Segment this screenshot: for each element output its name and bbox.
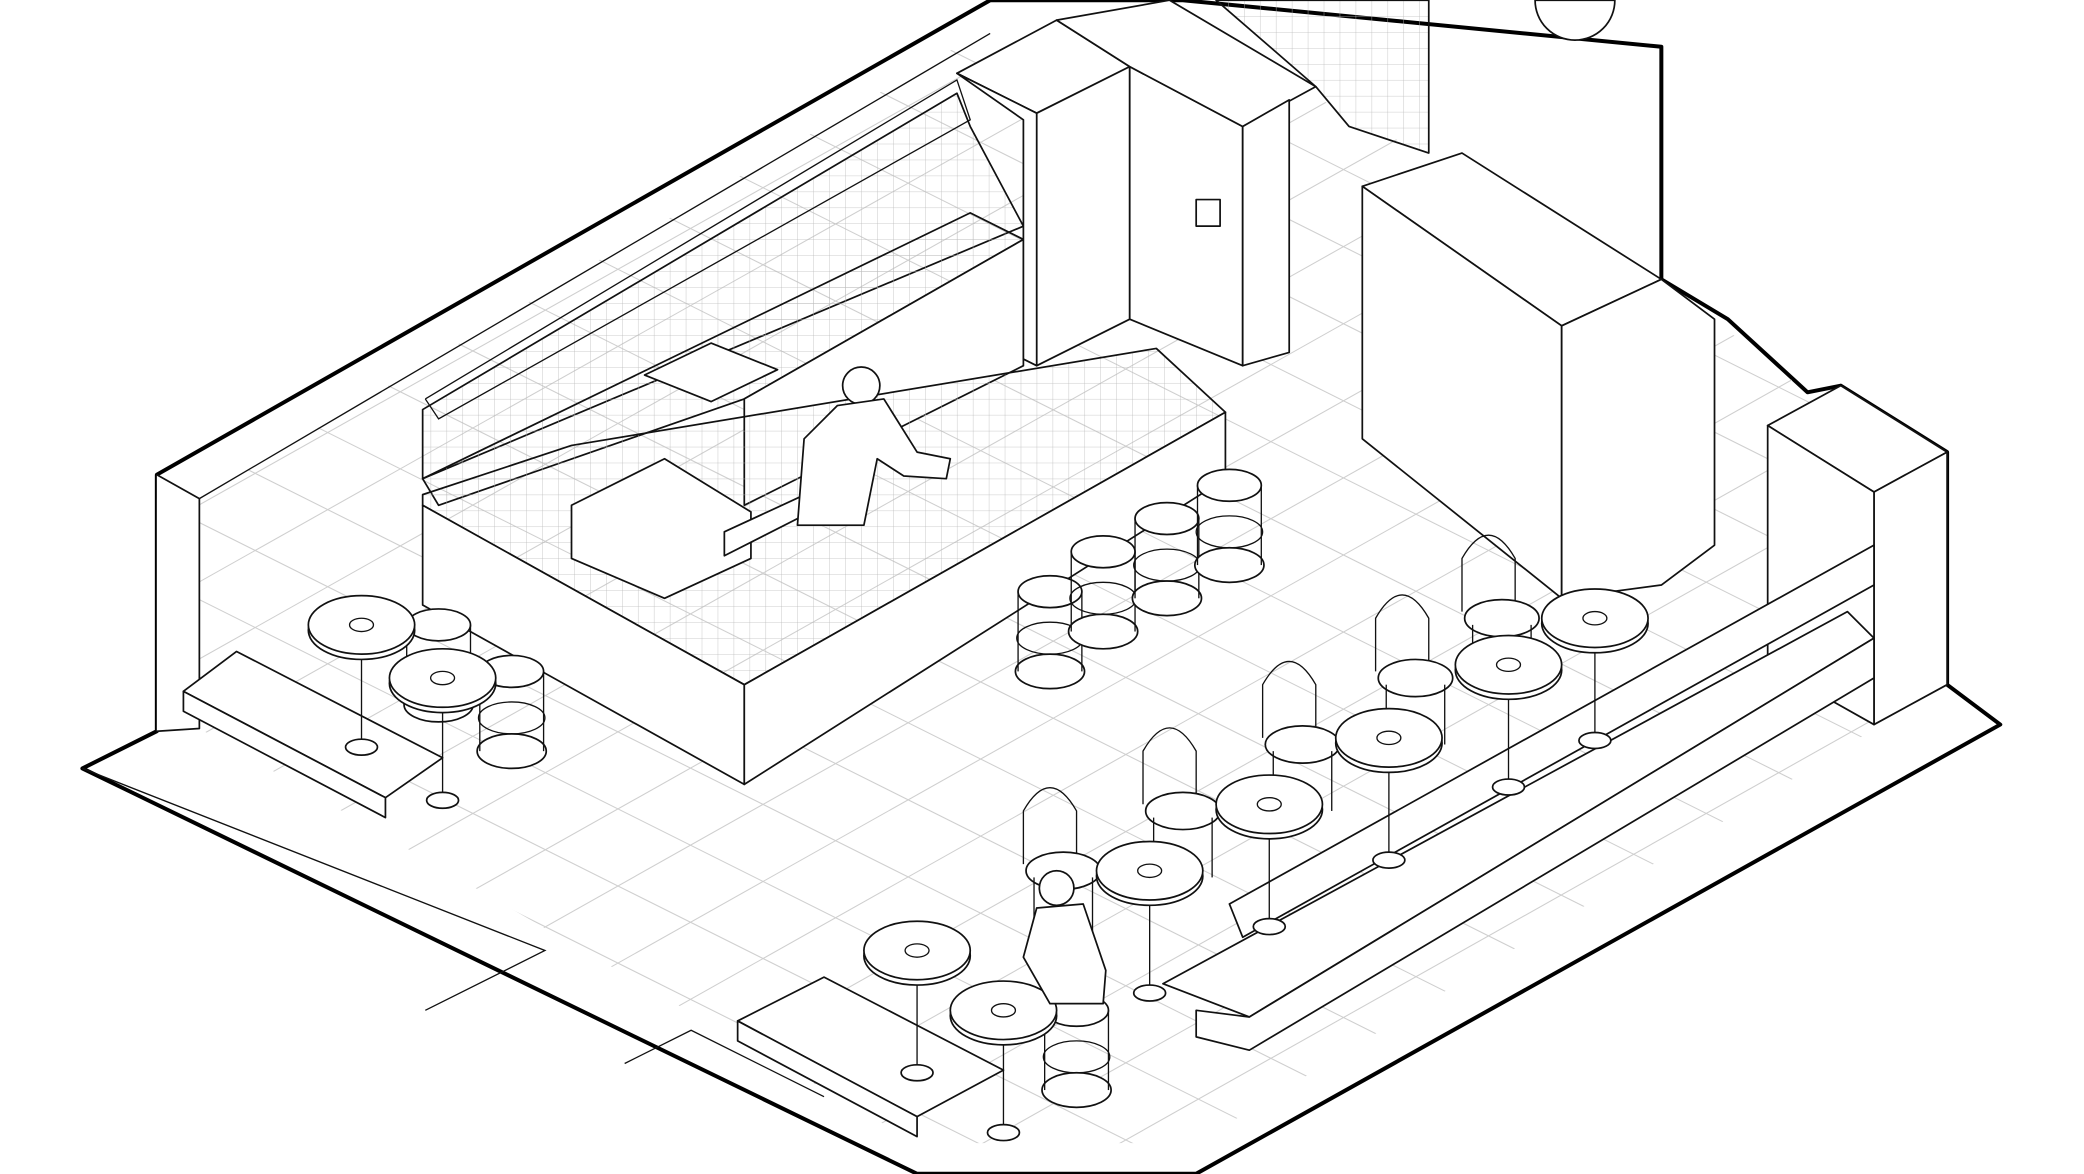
round-table bbox=[863, 920, 972, 1082]
door-panel bbox=[1241, 99, 1291, 367]
bar-stool bbox=[1131, 501, 1203, 617]
floor-grid-line bbox=[1887, 1063, 1948, 1144]
bentwood-chair bbox=[1261, 660, 1341, 811]
floor-grid-line bbox=[1750, 985, 1948, 1144]
floor-grid-line bbox=[1613, 908, 1948, 1144]
round-table bbox=[307, 594, 416, 756]
window-icon bbox=[1195, 198, 1221, 228]
bar-stool bbox=[1193, 468, 1265, 584]
floor-grid-line bbox=[1929, 26, 1948, 78]
bentwood-chair bbox=[1142, 727, 1221, 878]
bar-stool bbox=[1067, 534, 1139, 650]
floor-grid-line bbox=[0, 0, 137, 77]
banquette-base bbox=[1195, 637, 1875, 1052]
floor-grid-line bbox=[199, 961, 423, 1144]
round-table bbox=[1334, 707, 1443, 869]
barista-figure bbox=[796, 366, 952, 527]
round-table bbox=[1540, 588, 1649, 750]
floor-grid-line bbox=[199, 1039, 269, 1144]
tiled-restroom bbox=[1215, 0, 1430, 154]
corner-cabinet-front bbox=[1873, 451, 1948, 726]
floor-grid-line bbox=[1621, 26, 1948, 232]
furniture bbox=[307, 468, 1649, 1142]
floor-grid-line bbox=[2025, 1141, 2084, 1174]
espresso-machine bbox=[570, 457, 752, 600]
round-table bbox=[1095, 840, 1204, 1002]
floor-grid-line bbox=[199, 26, 412, 232]
round-table bbox=[949, 980, 1058, 1142]
seated-person bbox=[1022, 869, 1107, 1005]
backsplash bbox=[421, 92, 1025, 480]
left-wall-inner-edge bbox=[156, 473, 201, 733]
tall-cabinet-front bbox=[1035, 65, 1131, 367]
round-table bbox=[1454, 634, 1563, 796]
bentwood-chair bbox=[1374, 594, 1454, 745]
floor-step-bottom bbox=[624, 1029, 825, 1098]
floor-grid-line bbox=[1775, 26, 1948, 155]
back-wall-top bbox=[199, 32, 991, 500]
floor-grid-line bbox=[199, 26, 1097, 618]
floor-grid-line bbox=[199, 26, 275, 155]
floor-grid-line bbox=[199, 499, 1348, 1144]
bottom-bench-side bbox=[736, 1020, 918, 1138]
round-table bbox=[388, 647, 497, 810]
round-table bbox=[1215, 774, 1324, 936]
bar-stool bbox=[1014, 574, 1086, 690]
floor-grid-line bbox=[199, 26, 549, 310]
right-block-side bbox=[1560, 278, 1716, 600]
shelf-light bbox=[424, 78, 972, 420]
banquette-back bbox=[1228, 544, 1875, 939]
floor-grid-line bbox=[0, 1117, 114, 1174]
restroom-fixture bbox=[1534, 0, 1616, 41]
tall-cabinet-side bbox=[956, 72, 1038, 367]
floor-step-left bbox=[82, 767, 547, 1011]
left-bench-side bbox=[182, 690, 387, 819]
sink bbox=[643, 342, 779, 403]
